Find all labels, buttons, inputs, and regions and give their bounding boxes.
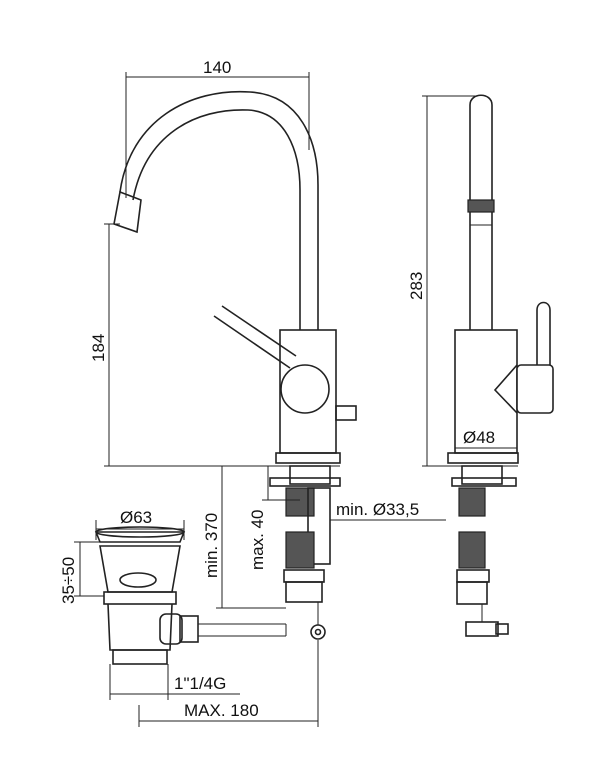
dimension-lines bbox=[74, 72, 517, 727]
dim-max-180-label: MAX. 180 bbox=[184, 701, 259, 720]
dim-283-label: 283 bbox=[407, 272, 426, 300]
dim-35-50-label: 35÷50 bbox=[59, 557, 78, 604]
dim-d48-label: Ø48 bbox=[463, 428, 495, 447]
dim-min-370-label: min. 370 bbox=[202, 513, 221, 578]
dim-184-label: 184 bbox=[89, 334, 108, 362]
dim-d63-label: Ø63 bbox=[120, 508, 152, 527]
front-view-mixer bbox=[113, 90, 357, 467]
dim-140-label: 140 bbox=[203, 58, 231, 77]
drain-waste bbox=[94, 526, 287, 665]
side-view-mixer bbox=[447, 94, 554, 467]
front-view-connections bbox=[269, 465, 341, 640]
dim-min-hole-label: min. Ø33,5 bbox=[336, 500, 419, 519]
side-view-connections bbox=[451, 465, 517, 637]
dim-thread-label: 1"1/4G bbox=[174, 674, 226, 693]
dim-max-40-label: max. 40 bbox=[248, 510, 267, 570]
